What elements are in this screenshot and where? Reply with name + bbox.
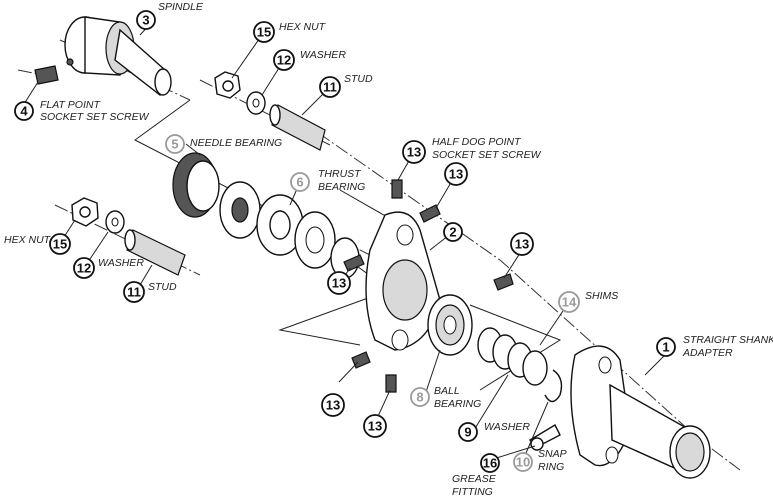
callout-hex-nut-left: 15 HEX NUT — [4, 233, 71, 255]
svg-text:15: 15 — [53, 237, 67, 252]
svg-text:13: 13 — [449, 167, 463, 182]
callout-snap-ring: 10 SNAP RING — [513, 448, 567, 473]
svg-text:GREASE: GREASE — [452, 473, 497, 485]
callout-washer-bottom: 9 WASHER — [458, 421, 530, 442]
svg-text:STRAIGHT SHANK: STRAIGHT SHANK — [683, 334, 773, 346]
callout-housing: 2 — [443, 222, 463, 242]
svg-text:13: 13 — [326, 398, 340, 413]
callout-set-screw-flat: 4 FLAT POINT SOCKET SET SCREW — [14, 99, 150, 123]
grease-fitting-part — [529, 424, 561, 451]
svg-text:NEEDLE BEARING: NEEDLE BEARING — [190, 137, 282, 149]
svg-text:8: 8 — [416, 390, 423, 405]
housing-part — [330, 211, 441, 351]
svg-text:HEX NUT: HEX NUT — [4, 234, 52, 246]
spindle-part — [64, 16, 172, 97]
svg-text:6: 6 — [296, 175, 303, 190]
svg-text:3: 3 — [142, 13, 149, 28]
callout-shims: 14 SHIMS — [558, 290, 618, 313]
snap-ring-part — [544, 369, 563, 403]
svg-text:WASHER: WASHER — [484, 421, 530, 433]
svg-text:5: 5 — [171, 137, 178, 152]
svg-text:14: 14 — [562, 295, 577, 310]
top-fasteners-part — [214, 71, 326, 151]
svg-text:ADAPTER: ADAPTER — [682, 347, 733, 359]
svg-text:BEARING: BEARING — [434, 398, 481, 410]
svg-text:HALF DOG POINT: HALF DOG POINT — [432, 136, 522, 148]
callout-13-b: 13 — [444, 162, 468, 186]
svg-text:FLAT POINT: FLAT POINT — [40, 99, 101, 111]
svg-text:16: 16 — [483, 456, 497, 471]
callout-washer-left: 12 WASHER — [73, 257, 144, 279]
callout-adapter: 1 STRAIGHT SHANK ADAPTER — [656, 334, 773, 359]
svg-text:13: 13 — [407, 145, 421, 160]
callout-half-dog-screw: 13 HALF DOG POINT SOCKET SET SCREW — [402, 136, 542, 164]
svg-text:13: 13 — [332, 276, 346, 291]
svg-text:SOCKET SET SCREW: SOCKET SET SCREW — [432, 149, 542, 161]
svg-text:SOCKET SET SCREW: SOCKET SET SCREW — [40, 111, 150, 123]
callout-13-c: 13 — [510, 232, 534, 256]
svg-text:FITTING: FITTING — [452, 486, 493, 498]
callout-thrust-bearing: 6 THRUST BEARING — [290, 168, 365, 193]
svg-text:13: 13 — [515, 237, 529, 252]
callout-13-a: 13 — [327, 271, 351, 295]
svg-text:BALL: BALL — [434, 385, 460, 397]
svg-text:RING: RING — [538, 461, 564, 473]
callout-13-e: 13 — [363, 414, 387, 438]
half-dog-screws-part — [343, 179, 514, 393]
svg-text:BEARING: BEARING — [318, 181, 365, 193]
svg-text:STUD: STUD — [148, 281, 177, 293]
svg-text:2: 2 — [449, 225, 456, 240]
callout-hex-nut-top: 15 HEX NUT — [253, 21, 327, 43]
left-fasteners-part — [71, 197, 186, 276]
svg-text:4: 4 — [20, 104, 28, 119]
svg-text:12: 12 — [77, 261, 91, 276]
callout-needle-bearing: 5 NEEDLE BEARING — [165, 134, 282, 154]
callout-ball-bearing: 8 BALL BEARING — [410, 385, 481, 410]
callout-stud-left: 11 STUD — [123, 281, 177, 303]
flat-set-screw-part — [34, 65, 59, 85]
svg-text:11: 11 — [323, 80, 337, 95]
callout-spindle: 3 SPINDLE — [136, 1, 204, 30]
callout-13-d: 13 — [321, 393, 345, 417]
svg-text:1: 1 — [662, 340, 669, 355]
svg-text:9: 9 — [464, 425, 471, 440]
svg-text:HEX NUT: HEX NUT — [279, 21, 327, 33]
svg-text:SNAP: SNAP — [538, 448, 567, 460]
svg-text:SPINDLE: SPINDLE — [158, 1, 204, 13]
svg-text:10: 10 — [516, 455, 530, 470]
svg-text:WASHER: WASHER — [300, 49, 346, 61]
adapter-part — [570, 345, 711, 479]
callout-washer-top: 12 WASHER — [273, 49, 346, 71]
svg-text:STUD: STUD — [344, 73, 373, 85]
shims-part — [477, 327, 548, 386]
svg-text:11: 11 — [127, 285, 141, 300]
needle-bearing-part — [172, 152, 220, 218]
callout-stud-top: 11 STUD — [319, 73, 373, 98]
thrust-bearing-part — [219, 181, 336, 269]
svg-text:13: 13 — [368, 419, 382, 434]
svg-text:THRUST: THRUST — [318, 168, 362, 180]
svg-text:WASHER: WASHER — [98, 257, 144, 269]
svg-text:12: 12 — [277, 53, 291, 68]
svg-text:15: 15 — [257, 25, 271, 40]
ball-bearing-part — [427, 294, 473, 356]
callout-grease-fitting: 16 GREASE FITTING — [452, 453, 500, 498]
svg-text:SHIMS: SHIMS — [585, 290, 618, 302]
leader-lines — [23, 21, 673, 461]
